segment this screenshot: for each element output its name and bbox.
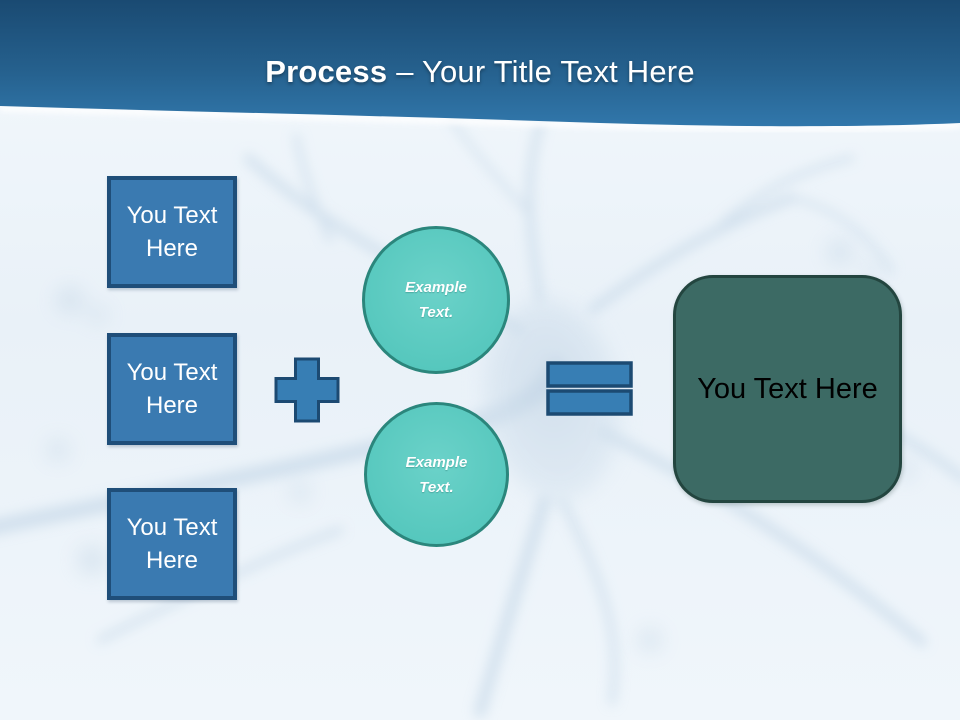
equals-icon (546, 361, 633, 416)
example-circle-2: Example Text. (364, 402, 509, 547)
header-wave-banner (0, 0, 960, 132)
input-box-2-label: You Text Here (126, 359, 218, 419)
result-box-label: You Text Here (697, 372, 878, 405)
example-circle-1-label: Example Text. (405, 279, 467, 321)
input-box-1: You Text Here (107, 176, 237, 288)
input-box-1-label: You Text Here (126, 202, 218, 262)
plus-icon (274, 357, 340, 423)
result-box: You Text Here (673, 275, 902, 503)
slide-title-keyword: Process (265, 54, 388, 89)
input-box-3: You Text Here (107, 488, 237, 600)
slide-title-subtitle: – Your Title Text Here (396, 54, 695, 89)
example-circle-1: Example Text. (362, 226, 510, 374)
input-box-2: You Text Here (107, 333, 237, 445)
example-circle-2-label: Example Text. (405, 453, 468, 496)
slide-title: Process– Your Title Text Here (0, 54, 960, 90)
input-box-3-label: You Text Here (126, 514, 218, 574)
